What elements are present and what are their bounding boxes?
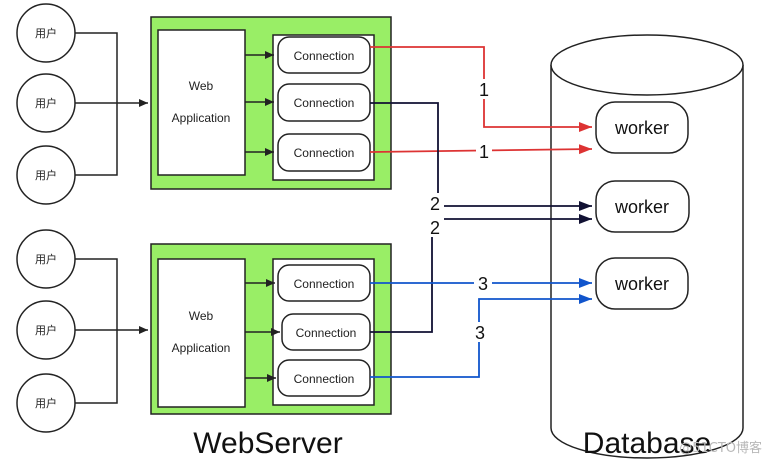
user-label: 用户	[35, 96, 57, 110]
worker-label: worker	[614, 118, 669, 138]
connection-box	[277, 36, 371, 74]
connection-label: Connection	[294, 372, 355, 386]
user-node-6: 用户	[16, 373, 76, 433]
web-label: Web	[189, 79, 214, 93]
webserver-caption: WebServer	[193, 427, 343, 460]
database-cylinder	[550, 34, 744, 459]
route-number-2a: 2	[430, 194, 440, 214]
webserver-box-2: Web Application Connection Connection Co…	[150, 243, 392, 415]
user-node-4: 用户	[16, 229, 76, 289]
worker-label: worker	[614, 274, 669, 294]
web-application-box	[157, 29, 246, 176]
worker-node-3: worker	[595, 257, 689, 310]
database-caption: Database	[583, 427, 711, 460]
user-label: 用户	[35, 252, 57, 266]
route-number-2b: 2	[430, 218, 440, 238]
worker-label: worker	[614, 197, 669, 217]
user-label: 用户	[35, 323, 57, 337]
connection-label: Connection	[294, 96, 355, 110]
user-label: 用户	[35, 396, 57, 410]
connection-label: Connection	[294, 277, 355, 291]
web-application-box	[157, 258, 246, 408]
user-node-3: 用户	[16, 145, 76, 205]
connection-label: Connection	[294, 146, 355, 160]
user-connectors-bottom	[75, 258, 148, 404]
worker-node-2: worker	[595, 180, 690, 233]
watermark-text: @51CTO博客	[679, 440, 762, 456]
connection-label: Connection	[294, 49, 355, 63]
worker-node-1: worker	[595, 101, 689, 154]
application-label: Application	[172, 341, 231, 355]
application-label: Application	[172, 111, 231, 125]
route-2-lines	[370, 102, 592, 333]
connection-box	[277, 133, 371, 172]
connection-label: Connection	[296, 326, 357, 340]
route-number-3a: 3	[478, 274, 488, 294]
user-label: 用户	[35, 26, 57, 40]
user-node-5: 用户	[16, 300, 76, 360]
webserver-box-1: Web Application Connection Connection Co…	[150, 16, 392, 190]
user-label: 用户	[35, 168, 57, 182]
user-connectors-top	[75, 32, 148, 176]
connection-box	[277, 359, 371, 397]
web-label: Web	[189, 309, 214, 323]
route-number-3b: 3	[475, 323, 485, 343]
user-node-1: 用户	[16, 3, 76, 63]
route-number-1a: 1	[479, 80, 489, 100]
route-number-1b: 1	[479, 142, 489, 162]
user-node-2: 用户	[16, 73, 76, 133]
